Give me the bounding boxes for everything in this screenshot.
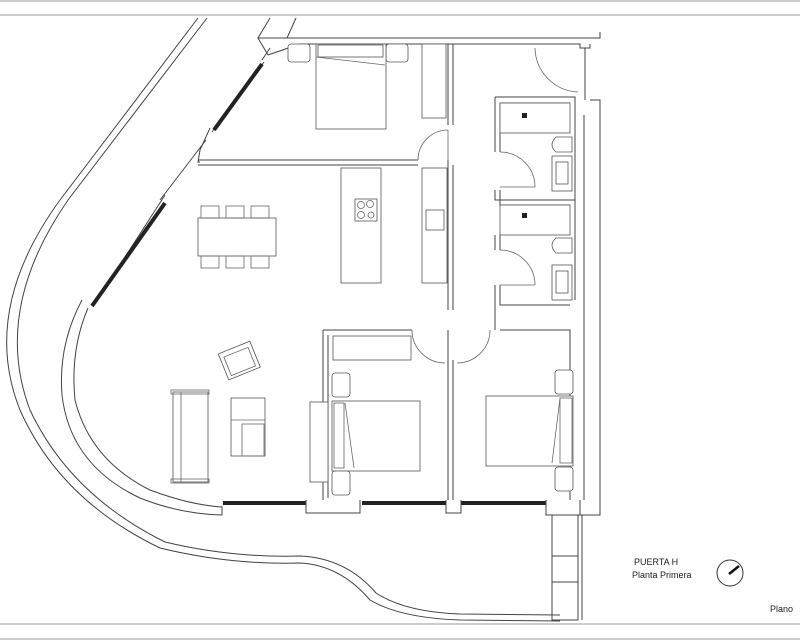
- floor-label: Planta Primera: [632, 570, 692, 580]
- bathroom-fixtures: [499, 102, 573, 301]
- bedroom-3-furniture: [485, 369, 574, 492]
- doors: [411, 47, 579, 364]
- sheet-label: Plano: [770, 604, 794, 614]
- exterior-walls: [60, 17, 601, 621]
- bedroom-2-furniture: [309, 335, 421, 496]
- bedroom-1-furniture: [287, 43, 447, 130]
- terrace-outline: [6, 17, 561, 622]
- door-label: PUERTA H: [634, 557, 679, 567]
- north-arrow-icon: [716, 559, 744, 587]
- living-furniture: [170, 340, 266, 484]
- kitchen-dining-furniture: [197, 167, 448, 284]
